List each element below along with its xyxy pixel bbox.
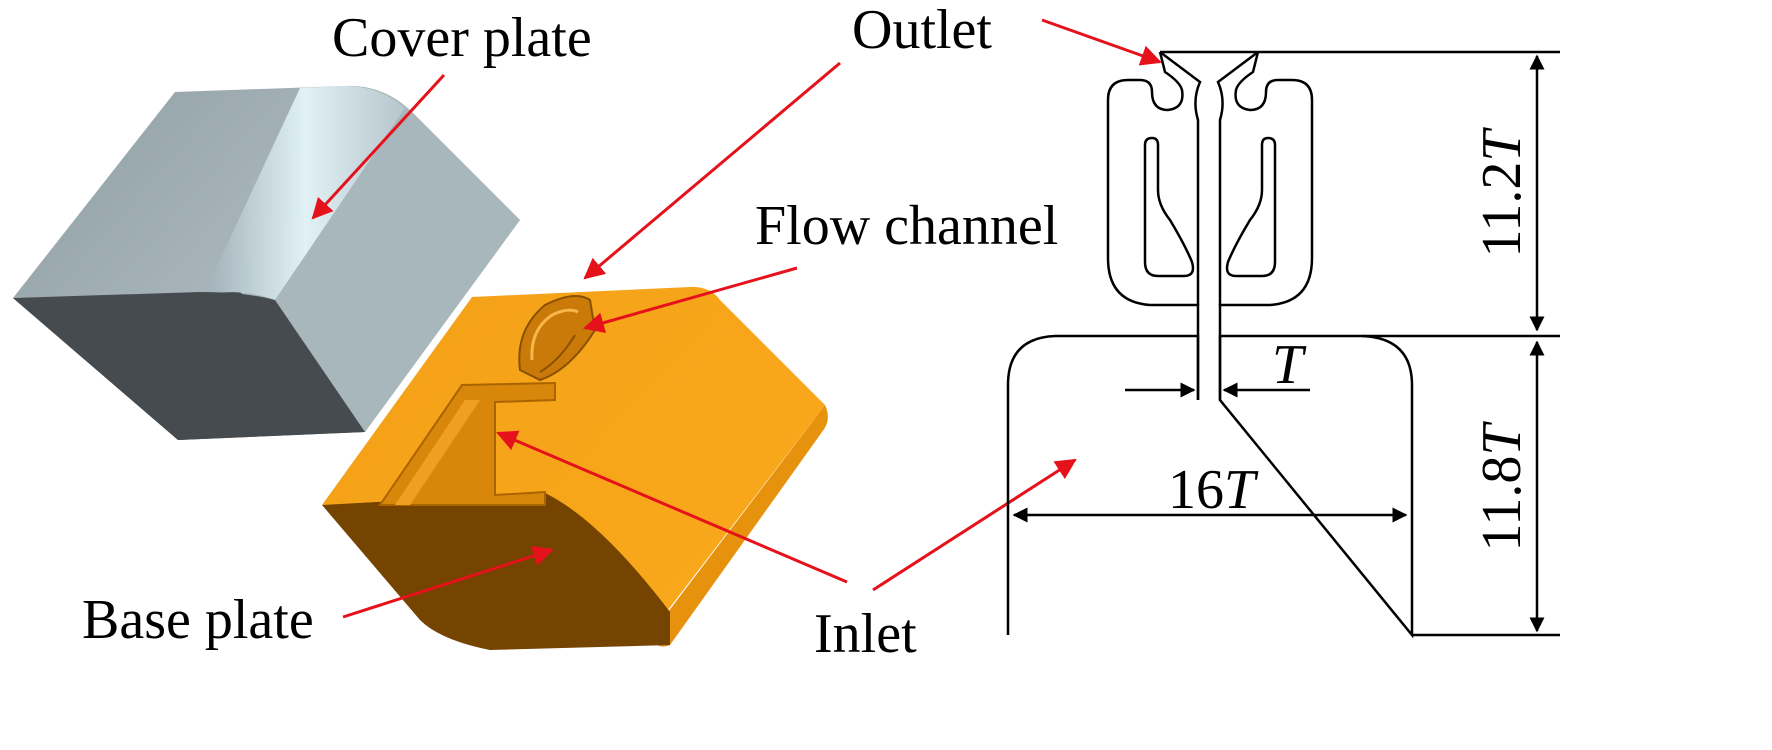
flow-channel-recess bbox=[518, 295, 597, 382]
label-inlet: Inlet bbox=[814, 603, 917, 665]
label-base-plate: Base plate bbox=[82, 589, 314, 651]
flow-channel-outline bbox=[1106, 51, 1314, 336]
cross-section-drawing bbox=[1006, 50, 1414, 639]
cover-plate-rounded-edge bbox=[205, 86, 405, 300]
arrow-inlet-2d bbox=[872, 458, 1077, 592]
dimension-lines bbox=[1012, 50, 1560, 637]
dim-value-T: T bbox=[1272, 334, 1307, 396]
cover-plate-front-lower bbox=[13, 292, 365, 440]
cover-plate-side-face bbox=[275, 110, 520, 432]
dim-value-11-2T: 11.2T bbox=[1471, 127, 1533, 258]
cover-plate-block bbox=[13, 85, 520, 440]
arrow-inlet-3d bbox=[496, 430, 848, 584]
dim-value-16T: 16T bbox=[1168, 459, 1259, 521]
arrow-outlet-2d bbox=[1041, 18, 1162, 66]
arrow-cover-plate bbox=[311, 73, 446, 220]
arrow-base-plate bbox=[342, 545, 554, 619]
arrow-outlet-3d bbox=[583, 61, 841, 280]
base-plate-top-face bbox=[322, 286, 825, 610]
base-plate-block bbox=[322, 286, 828, 650]
base-plate-front-face bbox=[322, 493, 670, 650]
label-cover-plate: Cover plate bbox=[332, 7, 592, 69]
left-vane bbox=[1143, 136, 1195, 278]
label-flow-channel: Flow channel bbox=[755, 195, 1058, 257]
right-vane bbox=[1225, 136, 1277, 278]
pointer-arrows bbox=[311, 18, 1162, 619]
outlet-neck bbox=[1159, 51, 1259, 305]
label-outlet: Outlet bbox=[852, 0, 992, 61]
dim-value-11-8T: 11.8T bbox=[1471, 421, 1533, 552]
arrow-flow-channel bbox=[582, 266, 798, 333]
